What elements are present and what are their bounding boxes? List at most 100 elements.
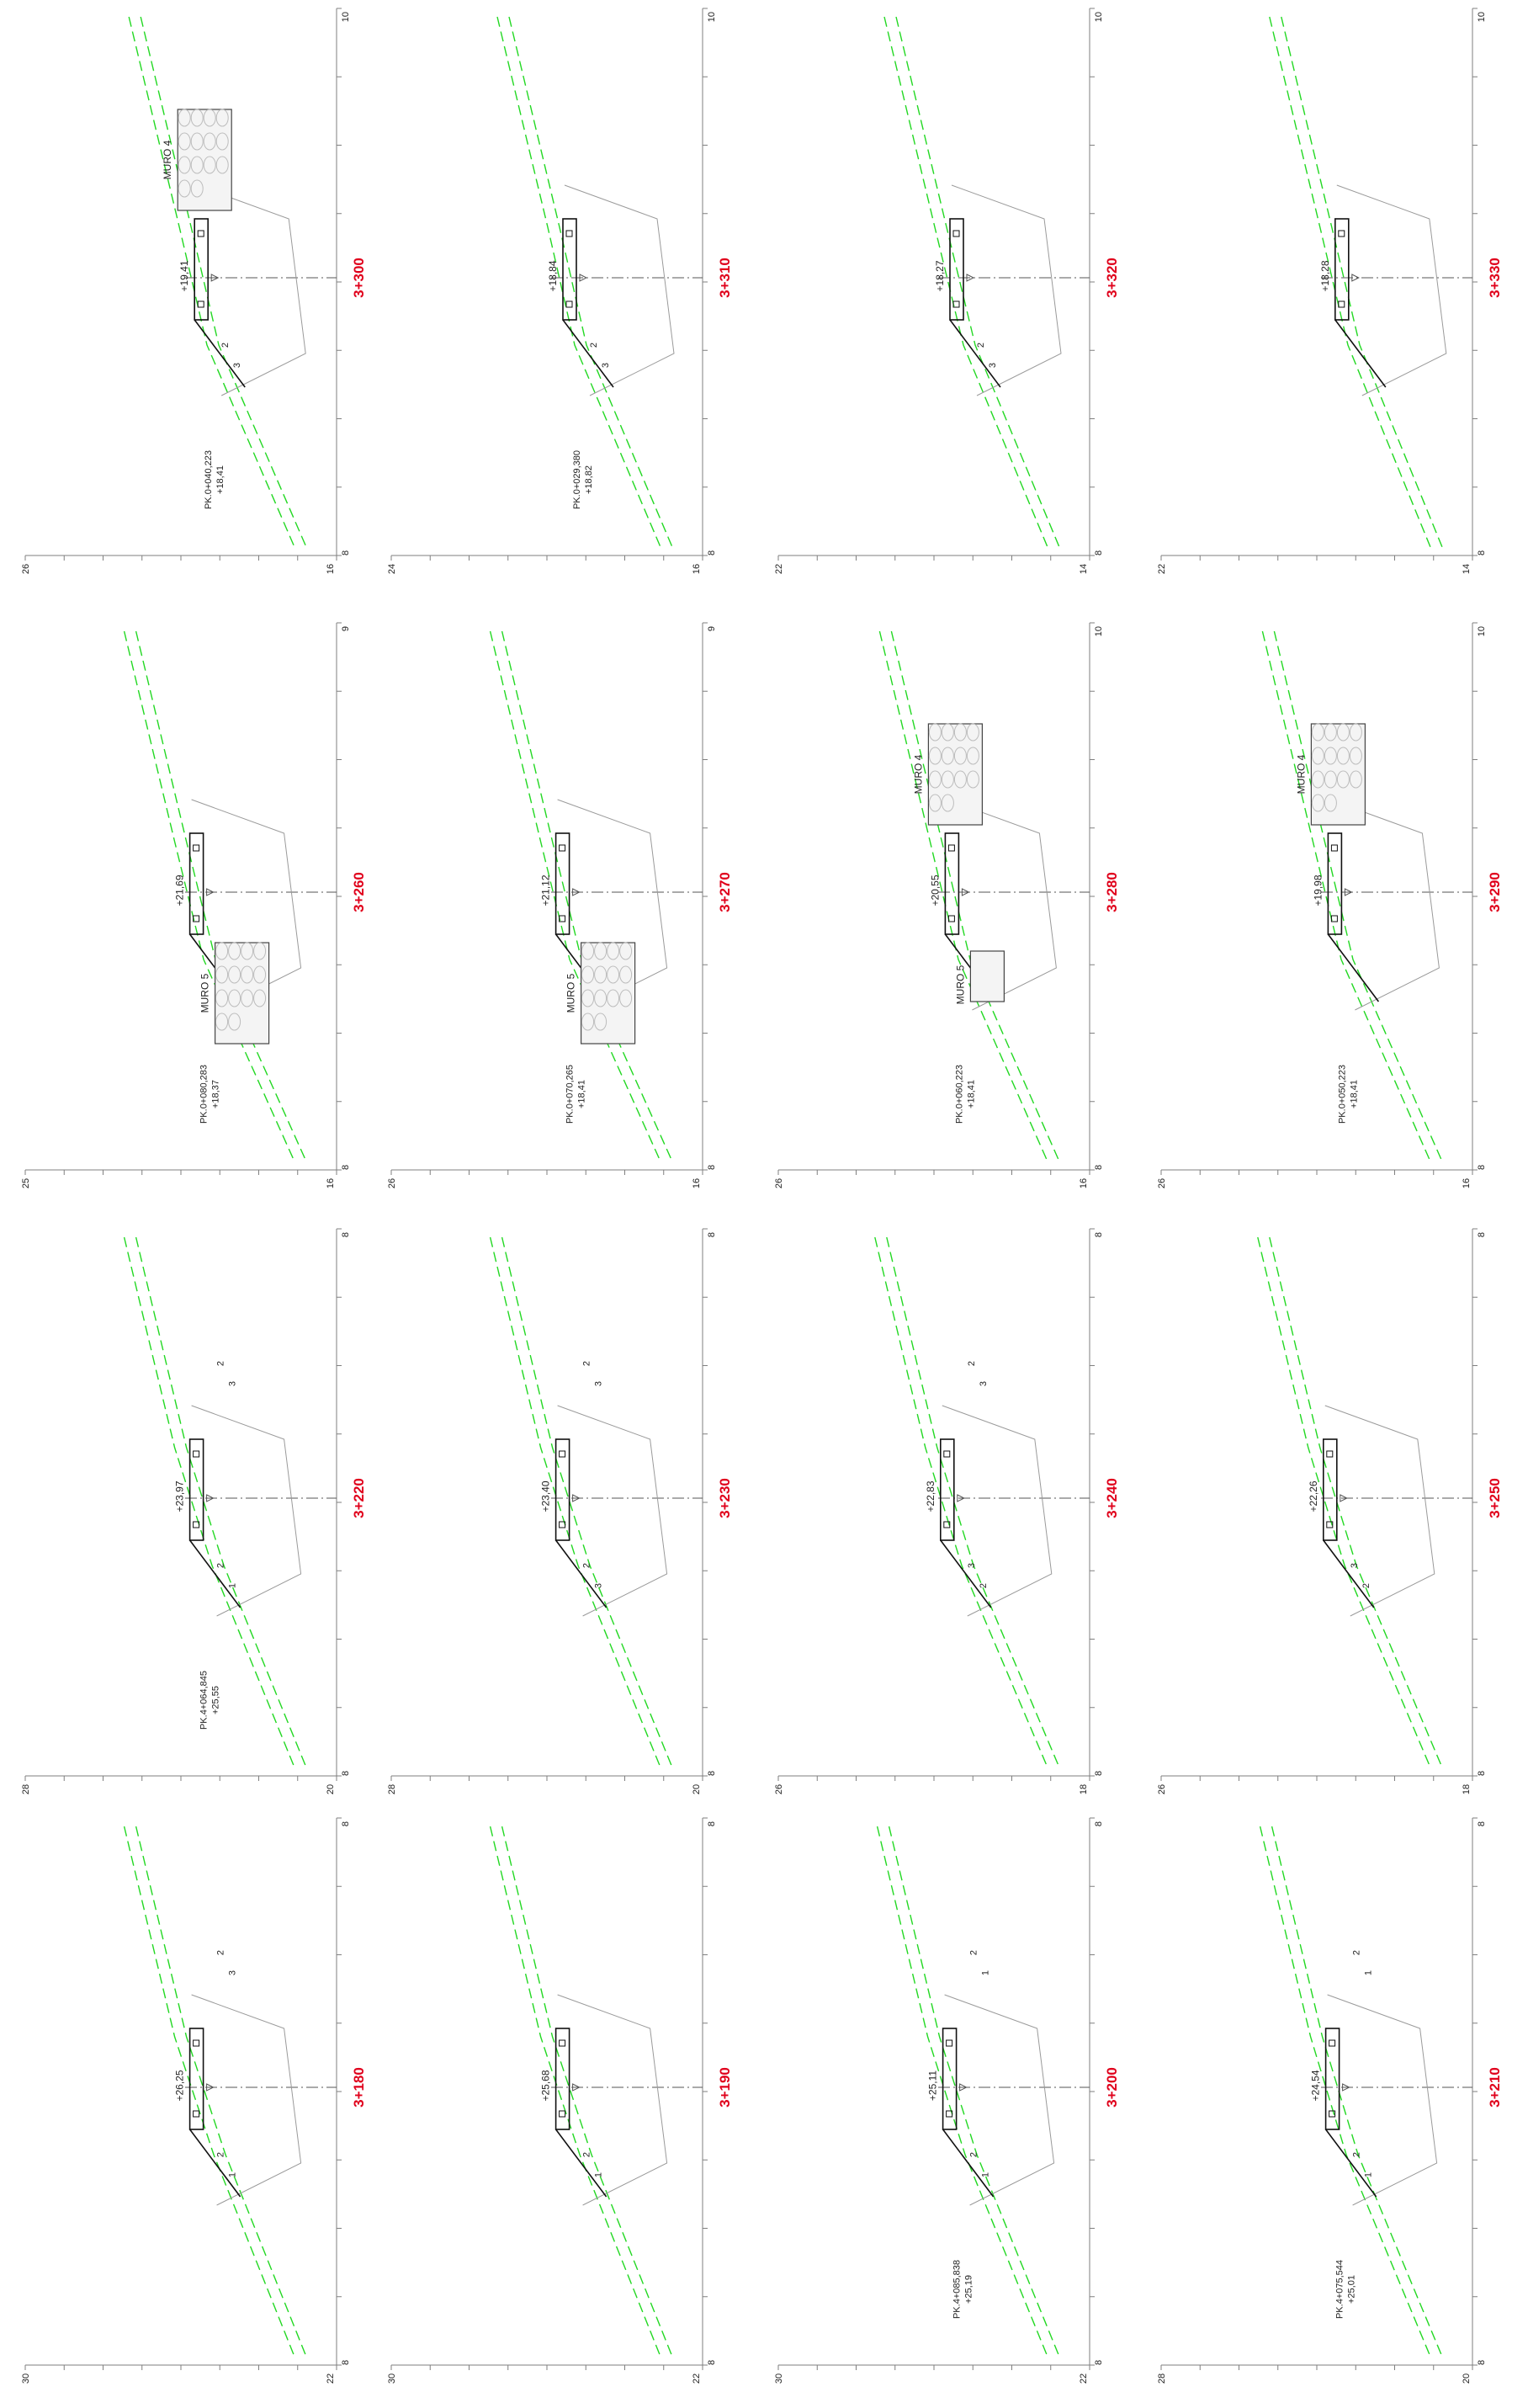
elevation-label: +25,68 <box>540 2070 552 2101</box>
slope-outline <box>951 184 1062 396</box>
elevation-label: +24,54 <box>1310 2070 1322 2101</box>
wall-label: MURO 4 <box>162 140 173 179</box>
axis-y-bottom-label: 16 <box>1462 1178 1472 1188</box>
wall-stone <box>941 747 954 765</box>
axis-y-top-label: 30 <box>387 2373 397 2384</box>
terrain-line <box>135 1236 307 1768</box>
wall-stone <box>1349 747 1362 765</box>
slope-ratio-label: 2 <box>1352 1950 1362 1955</box>
slope-ratio-label: 3 <box>979 1381 989 1386</box>
terrain-line <box>874 1236 1048 1768</box>
axis-y-bottom-label: 16 <box>326 1178 336 1188</box>
axis-x-start-label: 8 <box>1477 1165 1487 1170</box>
axis-x-start-label: 8 <box>1477 550 1487 555</box>
wall-stone <box>190 179 204 198</box>
wall-stone <box>1336 723 1350 742</box>
wall-stone <box>203 156 216 174</box>
terrain-line <box>501 1826 673 2358</box>
station-label: 3+280 <box>1104 872 1120 912</box>
terrain-line <box>508 16 673 548</box>
axis-x-end-label: 10 <box>1094 12 1104 22</box>
axis-x-start-label: 8 <box>1477 2360 1487 2365</box>
station-label: 3+240 <box>1104 1478 1120 1518</box>
aux-station-label: PK.0+040,223 <box>204 450 214 509</box>
elevation-marker <box>1342 2083 1350 2092</box>
elevation-label: +23,97 <box>174 1480 186 1512</box>
elevation-label: +22,26 <box>1308 1480 1319 1512</box>
slope-outline <box>557 1994 668 2206</box>
aux-station-label: PK.0+029,380 <box>572 450 582 509</box>
axis-y-bottom-label: 16 <box>1079 1178 1089 1188</box>
road-platform <box>188 1438 204 1541</box>
survey-marker <box>193 1521 200 1528</box>
slope-ratio-label: 3 <box>228 1381 238 1386</box>
wall-stone <box>1311 794 1324 812</box>
elevation-marker <box>579 274 588 282</box>
slope-ratio-label: 1 <box>1364 2172 1374 2177</box>
aux-station-label: PK.4+075,544 <box>1335 2260 1345 2319</box>
axis-y-bottom-label: 20 <box>326 1784 336 1794</box>
axis-x-end-label: 10 <box>1477 12 1487 22</box>
slope-ratio-label: 3 <box>594 1381 604 1386</box>
terrain-line <box>888 1826 1060 2358</box>
aux-elevation-label: +18,37 <box>211 1080 221 1108</box>
wall-stone <box>619 965 633 984</box>
embankment-slope <box>1323 1539 1375 1608</box>
terrain-line <box>883 16 1048 548</box>
slope-ratio-label: 2 <box>220 343 231 348</box>
wall-stone <box>215 109 229 127</box>
elevation-marker <box>961 888 970 896</box>
elevation-label: +19,41 <box>178 260 190 291</box>
axis-y-bottom-label: 14 <box>1462 564 1472 574</box>
axis-x-start-label: 8 <box>1094 2360 1104 2365</box>
wall-stone <box>1324 794 1337 812</box>
axis-x-end-label: 9 <box>707 626 717 631</box>
elevation-marker <box>206 1494 215 1502</box>
axis-y-top-label: 28 <box>1157 2373 1167 2384</box>
elevation-marker <box>206 2083 215 2092</box>
axis-y-top-label: 26 <box>21 564 31 574</box>
axis-x-start-label: 8 <box>707 1165 717 1170</box>
axis-x-start-label: 8 <box>341 1165 351 1170</box>
survey-marker <box>559 2039 566 2047</box>
axis-x-end-label: 8 <box>341 1232 351 1237</box>
terrain-line <box>489 630 661 1162</box>
axis-x-end-label: 10 <box>707 12 717 22</box>
survey-marker <box>565 230 573 237</box>
embankment-slope <box>1324 2129 1377 2198</box>
axis-y-top-label: 30 <box>774 2373 784 2384</box>
axis-x-start-label: 8 <box>1094 1165 1104 1170</box>
survey-marker <box>197 230 204 237</box>
axis-x-end-label: 10 <box>1477 626 1487 636</box>
elevation-label: +20,55 <box>929 874 941 906</box>
wall-stone <box>215 989 229 1007</box>
station-label: 3+180 <box>351 2067 367 2108</box>
road-platform <box>554 832 570 935</box>
slope-ratio-label: 3 <box>594 1583 604 1588</box>
slope-ratio-label: 2 <box>1361 1583 1371 1588</box>
slope-outline <box>947 799 1057 1011</box>
road-platform <box>1324 2028 1340 2130</box>
terrain-line <box>123 1826 295 2358</box>
slope-ratio-label: 2 <box>582 1361 592 1366</box>
wall-stone <box>1311 770 1324 789</box>
axis-x-end-label: 8 <box>1094 1232 1104 1237</box>
axis-x-start-label: 8 <box>341 2360 351 2365</box>
wall-stone <box>253 942 267 960</box>
station-label: 3+310 <box>717 258 733 298</box>
terrain-line <box>135 630 307 1162</box>
road-platform <box>554 2028 570 2130</box>
wall-label: MURO 5 <box>199 973 211 1013</box>
wall-stone <box>607 965 620 984</box>
axis-y-top-label: 26 <box>774 1178 784 1188</box>
axis-y-bottom-label: 18 <box>1079 1784 1089 1794</box>
survey-marker <box>193 2039 200 2047</box>
embankment-slope <box>194 319 246 388</box>
embankment-slope <box>554 1539 607 1608</box>
wall-stone <box>966 723 979 742</box>
slope-ratio-label: 1 <box>981 2172 991 2177</box>
